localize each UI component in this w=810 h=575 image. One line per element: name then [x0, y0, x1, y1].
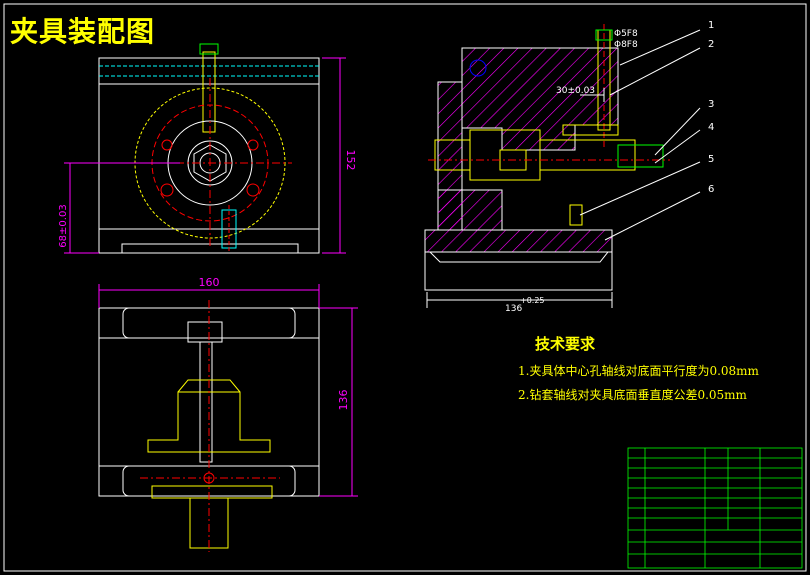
requirement-item-1: 1.夹具体中心孔轴线对底面平行度为0.08mm	[518, 364, 759, 378]
requirement-item-2: 2.钻套轴线对夹具底面垂直度公差0.05mm	[518, 388, 747, 402]
callout-4: 4	[708, 122, 714, 133]
dim-side-offset: 30±0.03	[556, 86, 595, 96]
front-view	[64, 43, 346, 254]
drawing-border	[3, 3, 807, 572]
dim-front-height: 152	[344, 150, 357, 171]
dim-front-center-height: 68±0.03	[58, 204, 69, 247]
dim-side-base-tol: +0.25	[520, 296, 545, 305]
side-section-view	[424, 24, 701, 308]
dim-top-width: 160	[199, 276, 220, 289]
dim-top-depth: 136	[337, 390, 350, 411]
callout-3: 3	[708, 99, 714, 110]
title-block	[627, 447, 803, 569]
callout-1: 1	[708, 20, 714, 31]
dim-side-hole-upper: Φ5F8	[614, 29, 638, 39]
dim-side-hole-lower: Φ8F8	[614, 40, 638, 50]
callout-5: 5	[708, 154, 714, 165]
requirements-title: 技术要求	[535, 335, 596, 353]
callout-2: 2	[708, 39, 714, 50]
dim-side-base: 136	[505, 304, 522, 314]
drawing-title: 夹具装配图	[10, 15, 156, 48]
top-view	[98, 284, 358, 552]
callout-6: 6	[708, 184, 714, 195]
